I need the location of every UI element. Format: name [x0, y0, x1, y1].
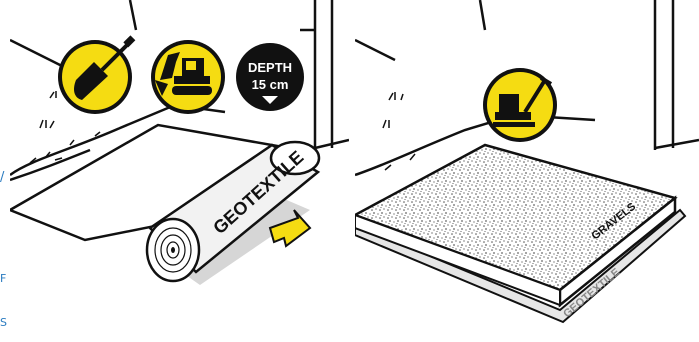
geotextile-layer [355, 208, 687, 324]
soil-texture [29, 91, 101, 164]
edge-mark-2: F [0, 272, 7, 285]
edge-mark-1: / [0, 170, 5, 185]
edge-mark-3: S [0, 316, 7, 329]
depth-value: 15 cm [252, 77, 289, 92]
shovel-icon [58, 35, 136, 114]
excavator-icon [151, 40, 225, 114]
wall-frame [10, 0, 349, 150]
depth-title: DEPTH [248, 60, 292, 75]
depth-badge: DEPTH 15 cm [233, 40, 307, 114]
arrow-icon [268, 209, 312, 248]
excavation-panel: GEOTEXTILE DEPTH 15 cm [10, 0, 349, 342]
gravel-panel: GRAVELS GEOTEXTILE [355, 0, 699, 342]
wall-frame [355, 0, 699, 150]
soil-edge [10, 103, 226, 182]
soil-edge [355, 113, 596, 177]
gravel-scene: GRAVELS GEOTEXTILE [355, 0, 699, 324]
soil-texture [382, 92, 416, 171]
gravel-slab-left [355, 213, 561, 307]
excavation-scene: GEOTEXTILE DEPTH 15 cm [10, 0, 349, 285]
panel-divider [349, 0, 353, 342]
plate-compactor-icon [483, 68, 557, 142]
